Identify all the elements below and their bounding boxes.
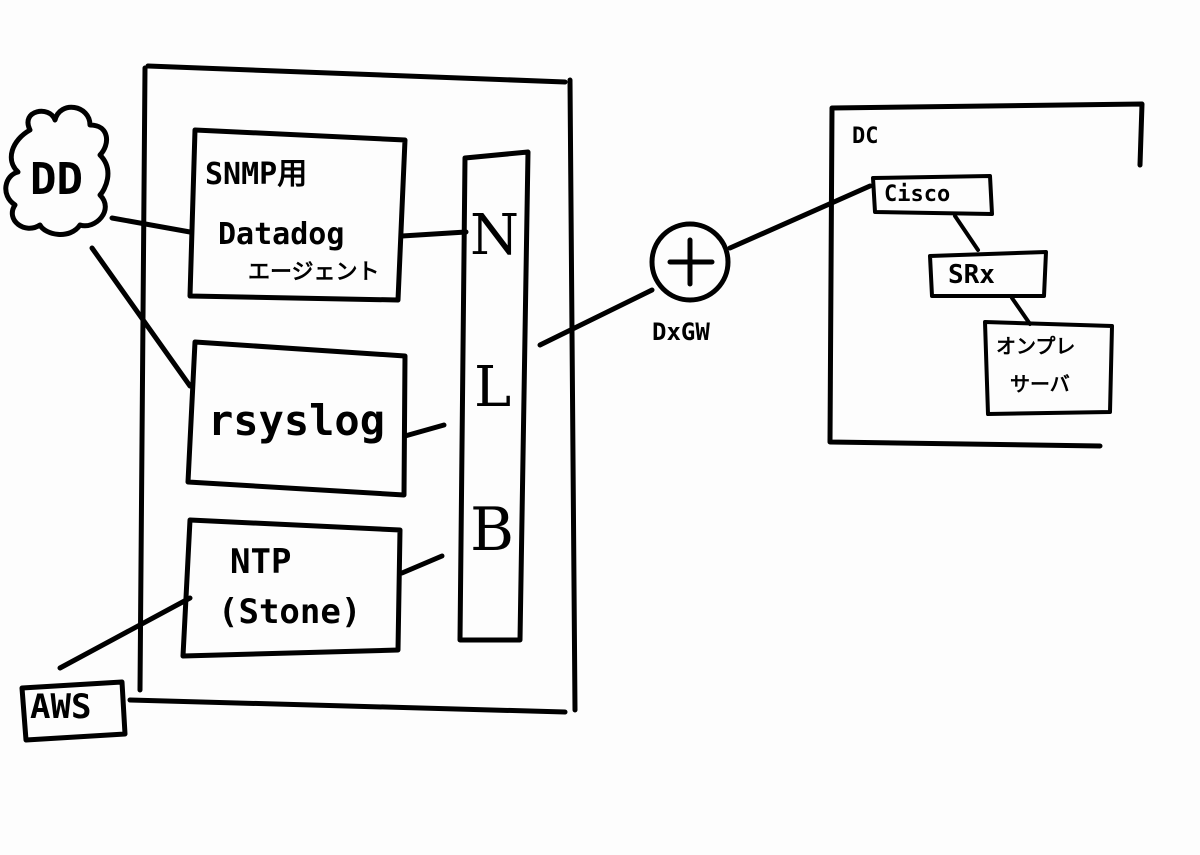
snmp-box-line3: エージェント bbox=[248, 260, 380, 285]
onprem-server-line2: サーバ bbox=[1010, 372, 1070, 396]
rsyslog-box-shape bbox=[185, 339, 408, 498]
nlb-letter-n: N bbox=[470, 203, 519, 268]
onprem-server-line1: オンプレ bbox=[996, 334, 1076, 358]
aws-to-ntp-line bbox=[57, 595, 193, 671]
dd-to-rsyslog-line bbox=[89, 245, 193, 389]
dxgw-to-cisco-line bbox=[727, 183, 873, 251]
aws-label: AWS bbox=[30, 687, 92, 727]
rsyslog-to-nlb-line bbox=[402, 422, 447, 439]
nlb-to-dxgw-line bbox=[537, 287, 655, 348]
dxgw-plus-icon bbox=[667, 237, 715, 287]
vpc-container-shape bbox=[127, 63, 578, 715]
dd-cloud-shape bbox=[3, 104, 111, 237]
nlb-box-shape bbox=[457, 149, 531, 643]
srx-box-shape bbox=[928, 250, 1048, 298]
dxgw-label: DxGW bbox=[652, 318, 710, 346]
dd-to-snmp-line bbox=[109, 215, 193, 235]
nlb-letter-b: B bbox=[470, 495, 515, 565]
snmp-to-nlb-line bbox=[399, 229, 469, 239]
dc-container-shape bbox=[827, 101, 1145, 449]
ntp-to-nlb-line bbox=[399, 553, 445, 576]
snmp-box-line1: SNMP用 bbox=[205, 157, 308, 192]
rsyslog-label: rsyslog bbox=[208, 396, 386, 445]
ntp-box-line2: (Stone) bbox=[218, 592, 362, 632]
dxgw-circle bbox=[649, 221, 731, 303]
aws-box-shape bbox=[19, 679, 128, 743]
dd-label: DD bbox=[30, 154, 83, 205]
cisco-label: Cisco bbox=[884, 182, 951, 207]
onprem-server-box-shape bbox=[983, 320, 1114, 416]
cisco-box-shape bbox=[871, 174, 994, 216]
ntp-box-shape bbox=[180, 517, 403, 659]
srx-to-onprem-line bbox=[1010, 296, 1032, 326]
nlb-letter-l: L bbox=[474, 355, 512, 420]
snmp-box-shape bbox=[187, 127, 408, 303]
srx-label: SRx bbox=[948, 260, 995, 290]
snmp-box-line2: Datadog bbox=[218, 217, 345, 252]
ntp-box-line1: NTP bbox=[230, 542, 292, 582]
cisco-to-srx-line bbox=[953, 214, 980, 252]
dc-label: DC bbox=[852, 124, 879, 149]
